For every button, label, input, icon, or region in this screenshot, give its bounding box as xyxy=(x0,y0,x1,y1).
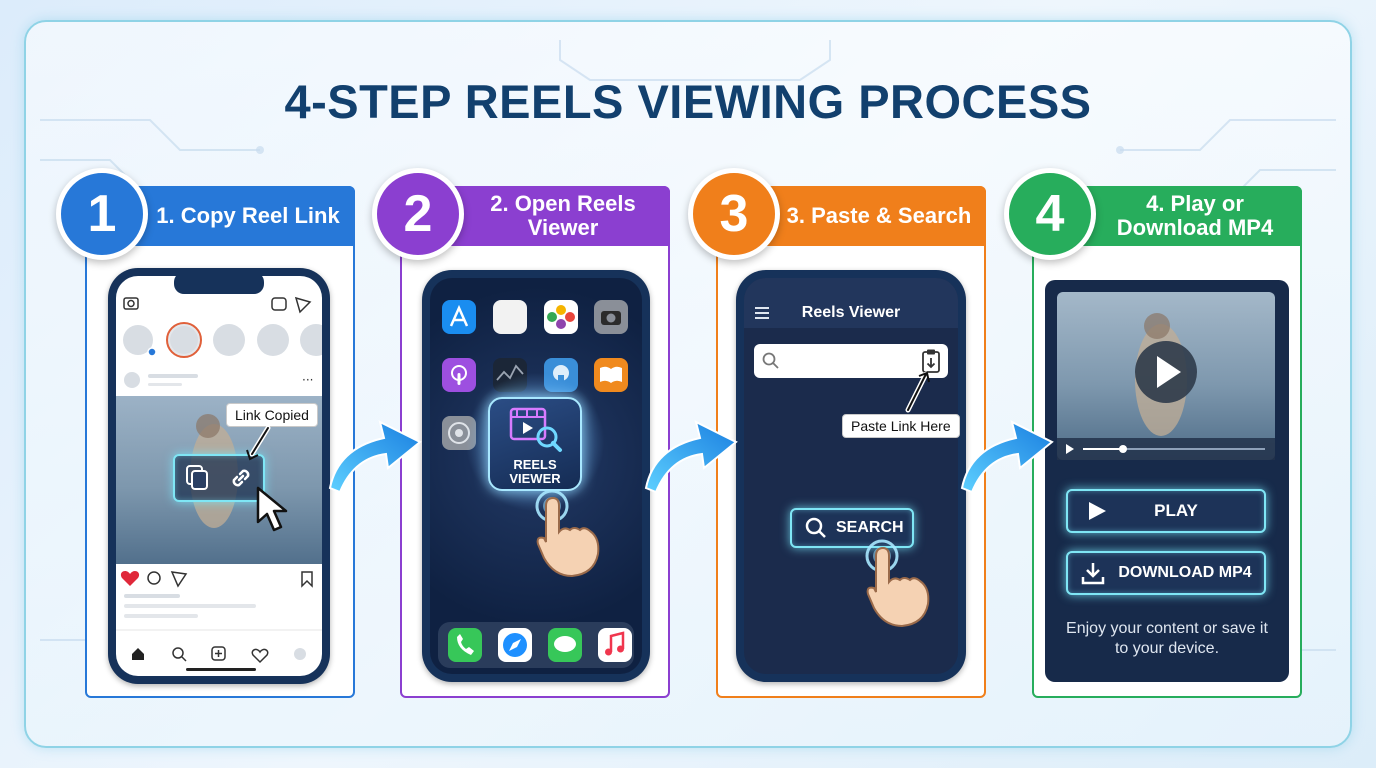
film-search-icon xyxy=(509,407,562,452)
podcasts-icon xyxy=(442,358,476,392)
bookmark-icon xyxy=(301,571,313,588)
safari-icon xyxy=(498,628,532,662)
step-4-caption: Enjoy your content or save it to your de… xyxy=(1066,620,1268,657)
search-icon xyxy=(805,517,826,538)
download-icon xyxy=(1081,563,1105,585)
download-button-label: DOWNLOAD MP4 xyxy=(1118,564,1252,581)
step-2-phone xyxy=(422,270,650,682)
app-top-bar xyxy=(744,278,958,328)
home-icon xyxy=(132,648,144,660)
small-play-icon xyxy=(1066,444,1074,454)
app-label-line-1: REELS xyxy=(513,457,557,472)
diagram-title: 4-STEP REELS VIEWING PROCESS xyxy=(284,75,1092,128)
search-button-label: SEARCH xyxy=(836,519,904,536)
send-icon xyxy=(294,296,312,314)
photos-icon xyxy=(544,300,578,334)
books-icon xyxy=(594,358,628,392)
paste-clipboard-icon[interactable] xyxy=(920,348,942,374)
search-icon xyxy=(762,352,779,369)
play-button-label: PLAY xyxy=(1154,501,1198,520)
app-store-icon xyxy=(442,300,476,334)
paste-link-callout: Paste Link Here xyxy=(842,414,960,438)
menu-icon[interactable] xyxy=(754,306,772,320)
share-icon xyxy=(170,571,188,588)
step-1-screen: ··· xyxy=(116,276,322,676)
search-button[interactable]: SEARCH xyxy=(790,508,914,548)
callout-pointer-arrow xyxy=(246,426,271,461)
step-1-badge: 1 xyxy=(56,168,148,260)
messages-icon xyxy=(548,628,582,662)
svg-text:···: ··· xyxy=(302,373,313,387)
step-4-label: 4. Play or Download MP4 xyxy=(1116,190,1274,240)
video-preview xyxy=(1057,292,1275,460)
link-icon xyxy=(232,469,250,487)
tap-hand-icon xyxy=(865,539,930,628)
music-icon xyxy=(598,628,632,662)
search-icon xyxy=(172,647,184,659)
step-1-phone: ··· xyxy=(108,268,330,684)
camera-icon xyxy=(123,297,139,310)
home-screen xyxy=(438,300,634,668)
step-3-label: 3. Paste & Search xyxy=(786,202,972,228)
profile-icon xyxy=(294,648,306,660)
step-2-to-3-arrow xyxy=(644,420,738,494)
player-panel xyxy=(1045,280,1289,682)
link-copied-callout: Link Copied xyxy=(226,403,318,427)
step-1-label: 1. Copy Reel Link xyxy=(156,202,340,228)
heart-outline-icon xyxy=(251,648,269,664)
step-1-to-2-arrow xyxy=(328,420,422,494)
copy-icon xyxy=(186,465,208,490)
reels-viewer-app-icon[interactable]: REELS VIEWER xyxy=(488,397,582,491)
tv-icon xyxy=(271,297,287,311)
app-label-line-2: VIEWER xyxy=(509,471,561,486)
camera-icon xyxy=(594,300,628,334)
search-field[interactable] xyxy=(754,344,948,378)
comment-icon xyxy=(147,571,161,585)
tap-hand-icon xyxy=(535,489,600,578)
step-4-badge: 4 xyxy=(1004,168,1096,260)
paste-pointer-arrow xyxy=(905,371,930,413)
phone-icon xyxy=(448,628,482,662)
copy-link-overlay[interactable] xyxy=(173,454,265,502)
play-icon xyxy=(1089,502,1106,520)
step-2-label: 2. Open Reels Viewer xyxy=(490,190,636,240)
heart-icon xyxy=(120,571,140,586)
app-title: Reels Viewer xyxy=(801,304,901,321)
step-2-screen xyxy=(430,278,642,674)
cursor-icon xyxy=(256,486,288,532)
step-3-badge: 3 xyxy=(688,168,780,260)
download-mp4-button[interactable]: DOWNLOAD MP4 xyxy=(1066,551,1266,595)
step-2-badge: 2 xyxy=(372,168,464,260)
play-button[interactable]: PLAY xyxy=(1066,489,1266,533)
add-icon xyxy=(211,646,226,661)
step-3-to-4-arrow xyxy=(960,420,1054,494)
